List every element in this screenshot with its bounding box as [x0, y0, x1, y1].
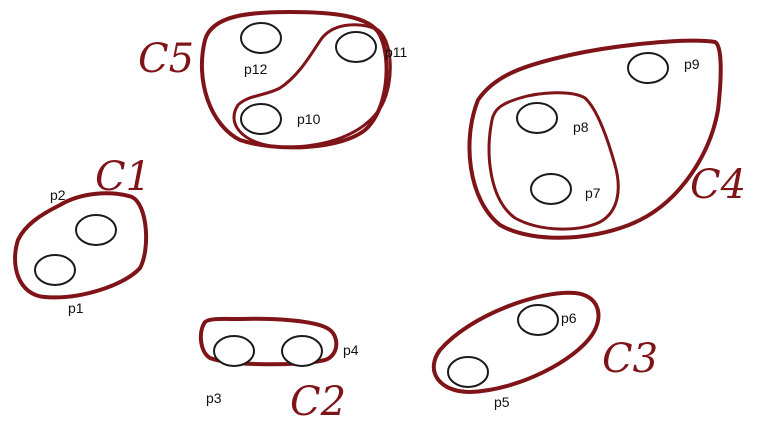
point-p1-marker — [34, 254, 76, 286]
point-p8: p8 — [516, 102, 589, 135]
cluster-c5-label: C5 — [138, 36, 194, 82]
cluster-c3-label: C3 — [602, 336, 658, 382]
point-p4-label: p4 — [343, 342, 359, 358]
point-p12: p12 — [240, 22, 282, 77]
point-p3: p3 — [206, 335, 255, 406]
cluster-c5-inner-outline — [232, 23, 392, 149]
point-p5-marker — [447, 356, 489, 388]
cluster-c2: C2 — [198, 316, 346, 425]
point-p6: p6 — [517, 304, 577, 336]
cluster-c5-outline — [200, 10, 389, 150]
point-p8-marker — [516, 102, 558, 134]
cluster-c3: C3 — [431, 290, 658, 394]
point-p10-marker — [240, 103, 282, 135]
cluster-c5: C5 — [138, 10, 392, 150]
cluster-c4: C4 — [467, 38, 746, 240]
cluster-c2-label: C2 — [290, 379, 346, 425]
point-p9-label: p9 — [684, 56, 700, 72]
point-p3-marker — [213, 335, 255, 367]
point-p2-marker — [75, 214, 117, 246]
point-p10-label: p10 — [297, 111, 321, 127]
point-p5: p5 — [447, 356, 510, 410]
cluster-c4-outline — [467, 38, 723, 240]
point-p2-label: p2 — [50, 187, 66, 203]
cluster-c2-outline — [198, 316, 339, 367]
point-p8-label: p8 — [573, 119, 589, 135]
point-p5-label: p5 — [494, 394, 510, 410]
point-p9-marker — [627, 52, 669, 84]
point-p11-marker — [335, 31, 377, 63]
cluster-c4-inner-outline — [487, 91, 620, 231]
cluster-c3-outline — [431, 290, 601, 394]
cluster-c1-label: C1 — [95, 154, 151, 200]
point-p9: p9 — [627, 52, 700, 84]
point-p4-marker — [281, 335, 323, 367]
point-p11-label: p11 — [385, 44, 408, 60]
point-p12-marker — [240, 22, 282, 54]
point-p7-marker — [530, 173, 572, 205]
point-p1: p1 — [34, 254, 84, 316]
point-p10: p10 — [240, 103, 321, 135]
cluster-c1-outline — [13, 191, 149, 300]
cluster-c4-label: C4 — [690, 162, 746, 208]
point-p7: p7 — [530, 173, 601, 205]
point-p7-label: p7 — [585, 185, 601, 201]
point-p12-label: p12 — [244, 61, 268, 77]
point-p4: p4 — [281, 335, 359, 367]
point-p2: p2 — [50, 187, 117, 246]
point-p11: p11 — [335, 31, 408, 63]
point-p6-marker — [517, 304, 559, 336]
point-p1-label: p1 — [68, 300, 84, 316]
point-p3-label: p3 — [206, 390, 222, 406]
cluster-c1: C1 — [13, 154, 151, 300]
point-p6-label: p6 — [561, 310, 577, 326]
